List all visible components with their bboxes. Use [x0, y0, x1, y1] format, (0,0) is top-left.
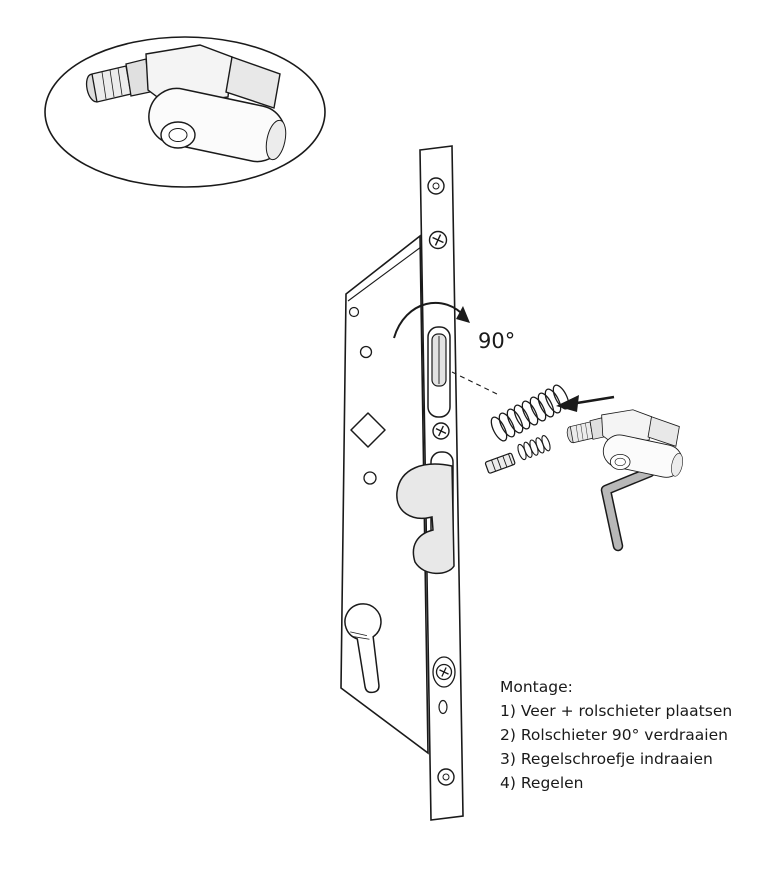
- hook-latch: [396, 463, 455, 575]
- set-screw-spring: [517, 435, 551, 461]
- euro-cylinder-hole: [344, 603, 382, 694]
- faceplate-screw-top: [427, 177, 445, 195]
- case-hole-lower: [363, 471, 377, 485]
- lock-case: [340, 234, 429, 755]
- small-oval-hole: [438, 699, 448, 715]
- rotation-angle-label: 90°: [478, 329, 515, 353]
- set-screw: [484, 452, 516, 474]
- compression-spring: [490, 384, 570, 442]
- spindle-square-hole: [350, 412, 386, 448]
- montage-step-1: 1) Veer + rolschieter plaatsen: [500, 702, 732, 720]
- rotation-arrow: [393, 301, 470, 339]
- lock-faceplate: [396, 145, 464, 821]
- faceplate-screw-bottom: [437, 768, 455, 786]
- case-top-edge: [347, 246, 422, 302]
- insertion-arrow: [556, 395, 615, 412]
- phillips-screw-middle: [432, 422, 450, 440]
- phillips-screw-upper: [428, 230, 448, 250]
- assembly-axis-dashed-line: [451, 371, 498, 395]
- rolschieter-component: [565, 409, 686, 481]
- case-hole-corner: [348, 306, 360, 318]
- allen-key: [600, 466, 656, 552]
- adjuster-recess: [432, 656, 456, 688]
- montage-step-3: 3) Regelschroefje indraaien: [500, 750, 713, 768]
- detail-callout: [44, 36, 326, 188]
- montage-step-2: 2) Rolschieter 90° verdraaien: [500, 726, 728, 744]
- case-hole-upper: [359, 345, 373, 359]
- latch-slot-top: [427, 326, 451, 418]
- montage-instructions: Montage: 1) Veer + rolschieter plaatsen …: [500, 678, 732, 792]
- montage-step-4: 4) Regelen: [500, 774, 584, 792]
- montage-title: Montage:: [500, 678, 573, 696]
